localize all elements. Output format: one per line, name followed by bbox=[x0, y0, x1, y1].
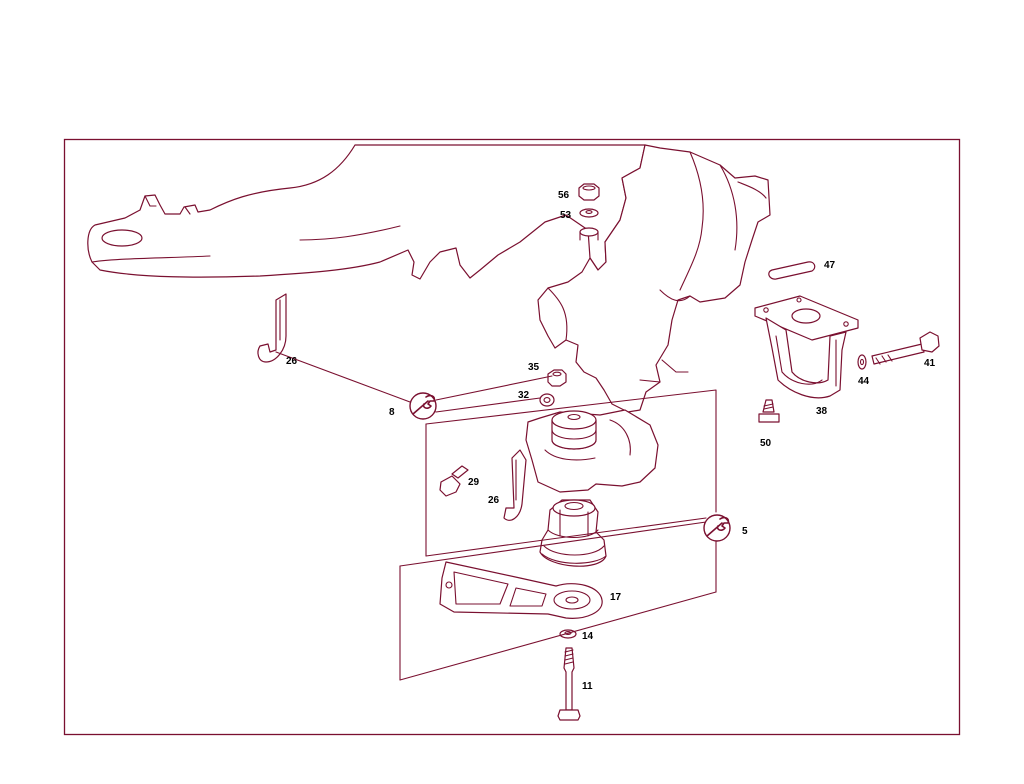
key-47 bbox=[768, 261, 816, 280]
washer-53 bbox=[579, 208, 599, 218]
label-29: 29 bbox=[468, 477, 480, 488]
label-44: 44 bbox=[858, 376, 870, 387]
label-11: 11 bbox=[582, 681, 593, 692]
label-35: 35 bbox=[528, 362, 540, 373]
label-17: 17 bbox=[610, 592, 622, 603]
bracket-26-middle bbox=[503, 449, 527, 521]
part-labels: 56 53 47 41 44 38 50 35 32 26 8 29 26 5 … bbox=[286, 190, 936, 692]
bolt-11 bbox=[557, 647, 581, 721]
label-38: 38 bbox=[816, 406, 828, 417]
nut-56 bbox=[578, 183, 600, 201]
bracket-38 bbox=[754, 295, 859, 399]
bolt-50 bbox=[758, 399, 780, 423]
label-50: 50 bbox=[760, 438, 772, 449]
subframe-outline bbox=[87, 144, 771, 493]
washer-32 bbox=[539, 393, 555, 407]
label-26-upper: 26 bbox=[286, 356, 298, 367]
stud-top bbox=[579, 227, 599, 241]
washer-44 bbox=[857, 354, 867, 370]
label-41: 41 bbox=[924, 358, 936, 369]
diagram-frame bbox=[63, 138, 961, 736]
label-5: 5 bbox=[742, 526, 748, 537]
label-53: 53 bbox=[560, 210, 572, 221]
wrench-marker-8 bbox=[409, 392, 437, 420]
wrench-icon bbox=[706, 516, 730, 537]
nut-35 bbox=[547, 369, 567, 387]
support-arm-17 bbox=[439, 561, 603, 619]
bracket-26-upper bbox=[257, 293, 287, 363]
label-8: 8 bbox=[389, 407, 395, 418]
label-47: 47 bbox=[824, 260, 836, 271]
label-26-middle: 26 bbox=[488, 495, 500, 506]
bolt-41 bbox=[871, 331, 940, 365]
wrench-icon bbox=[412, 394, 436, 415]
label-56: 56 bbox=[558, 190, 570, 201]
bolt-29 bbox=[439, 465, 469, 497]
mount-upper bbox=[551, 410, 597, 450]
label-32: 32 bbox=[518, 390, 530, 401]
wrench-marker-5 bbox=[703, 514, 731, 542]
engine-mount bbox=[539, 499, 607, 567]
leader-lines bbox=[275, 351, 717, 681]
label-14: 14 bbox=[582, 631, 594, 642]
